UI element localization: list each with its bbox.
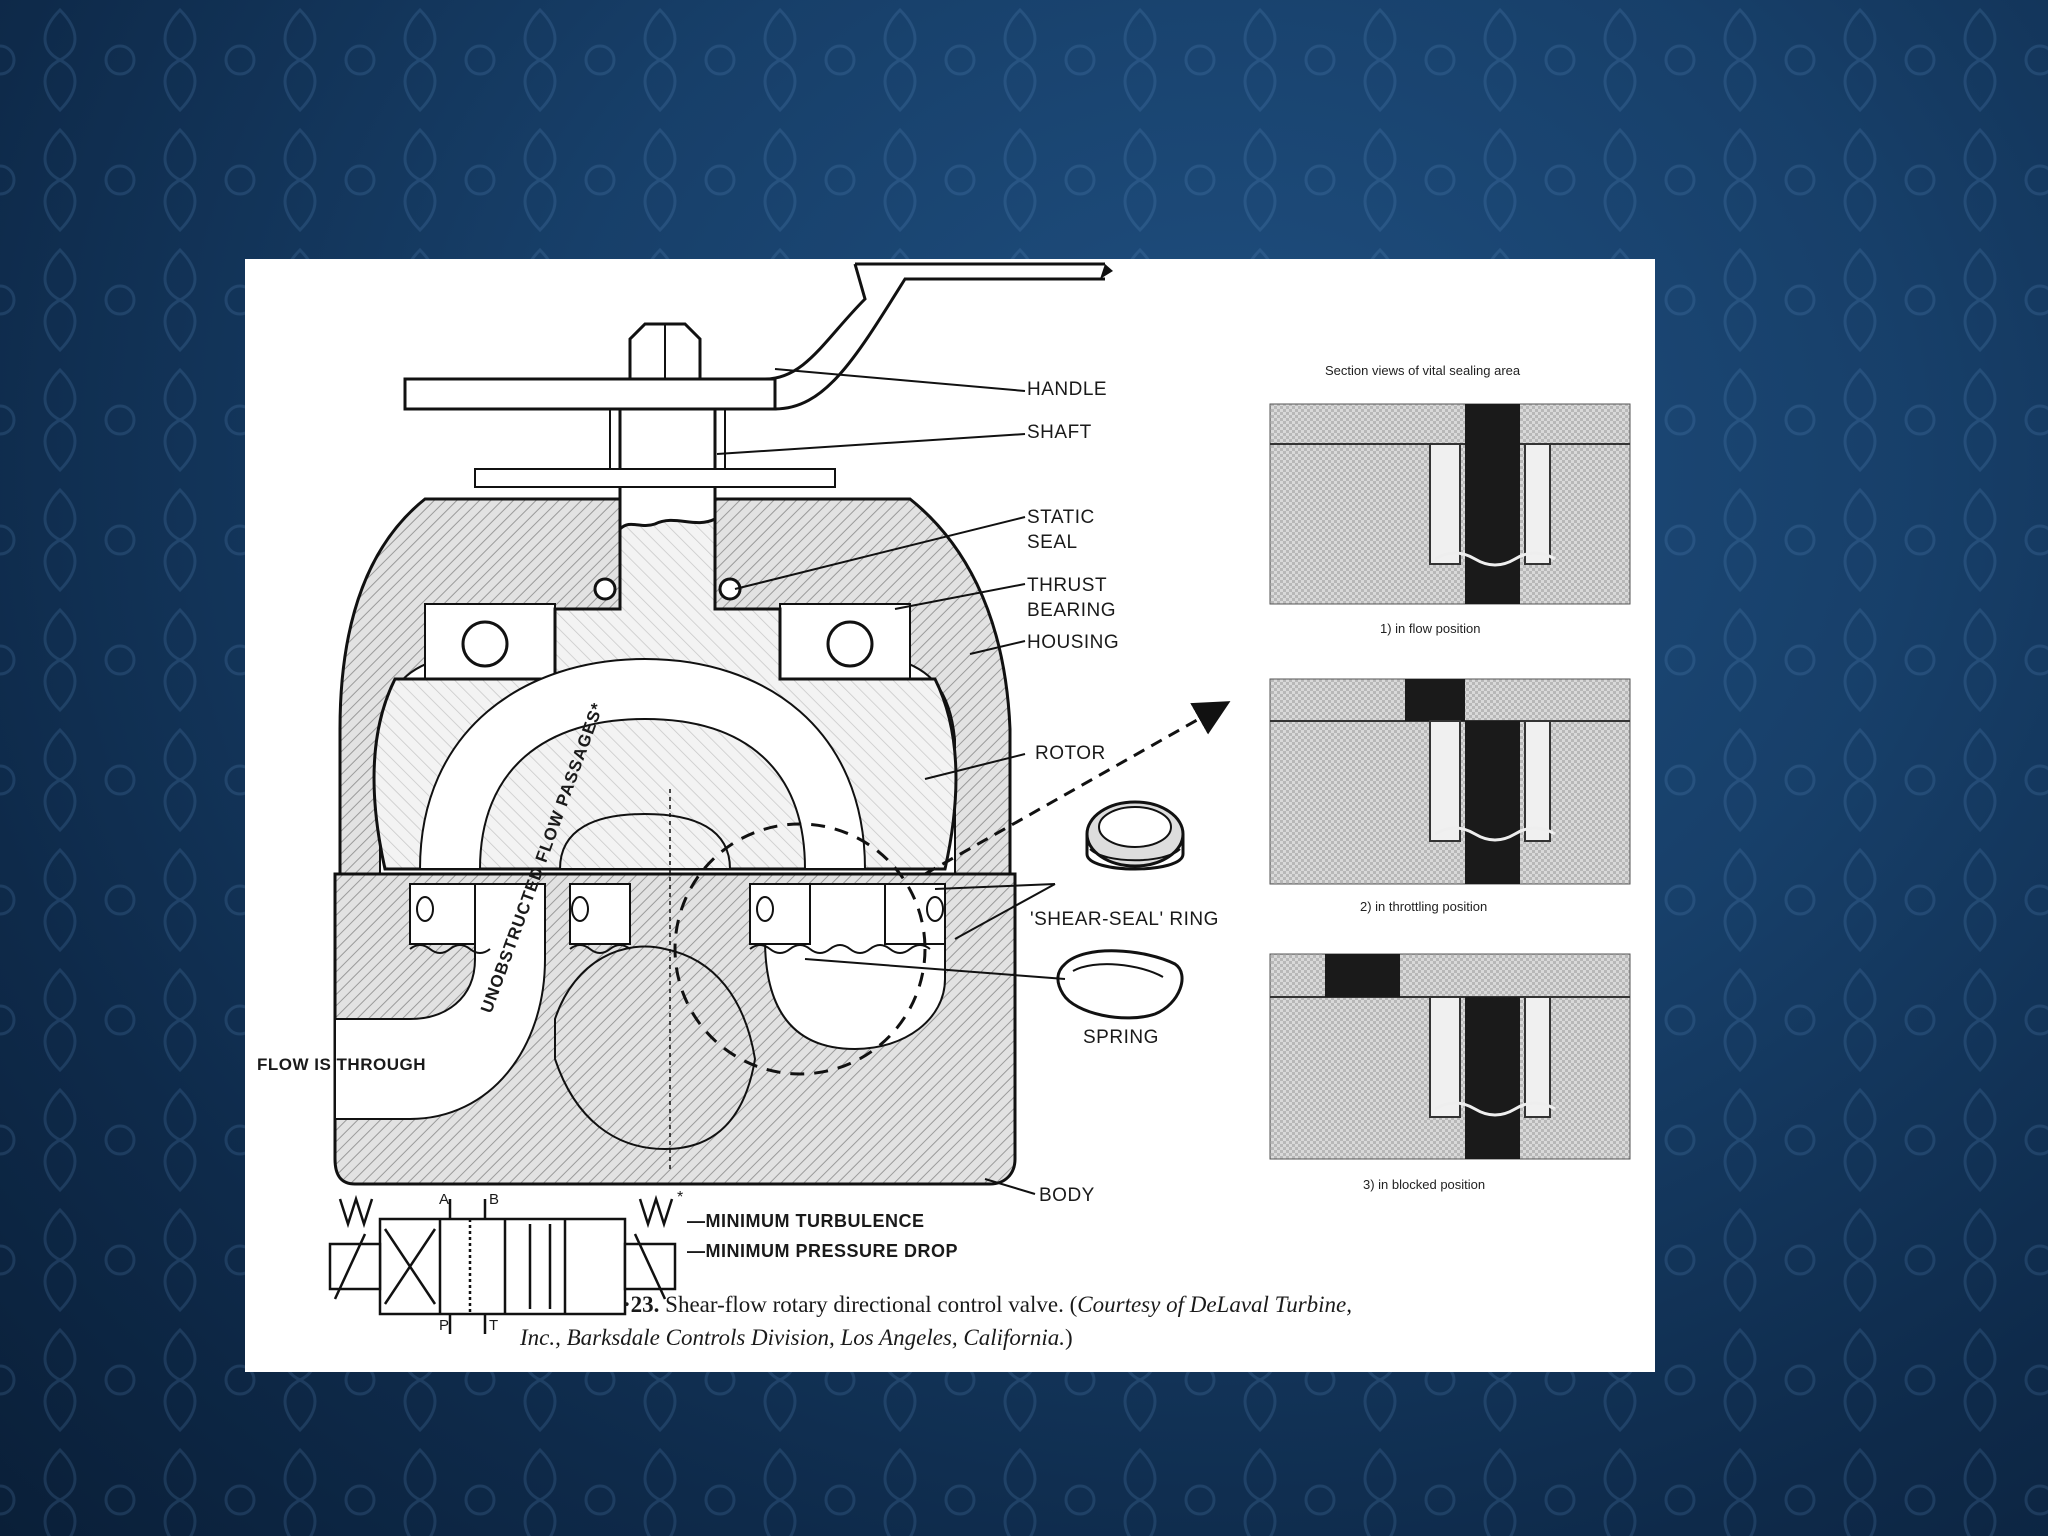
port-label-t: T — [489, 1317, 499, 1334]
port-label-b: B — [489, 1191, 500, 1208]
label-flow-is-through: FLOW IS THROUGH — [257, 1055, 426, 1074]
section-views-title: Section views of vital sealing area — [1325, 363, 1521, 378]
figure-caption-line2: Inc., Barksdale Controls Division, Los A… — [520, 1325, 1073, 1351]
section-view-3-caption: 3) in blocked position — [1363, 1177, 1486, 1192]
label-body: BODY — [1039, 1185, 1095, 1206]
note-minimum-pressure-drop: —MINIMUM PRESSURE DROP — [687, 1241, 959, 1261]
figure-caption-close: ) — [1064, 1325, 1073, 1350]
label-shear-seal-ring: 'SHEAR-SEAL' RING — [1030, 909, 1219, 930]
figure-caption-main: Shear-flow rotary directional control va… — [665, 1292, 1078, 1317]
section-view-1 — [1269, 403, 1631, 605]
label-rotor: ROTOR — [1035, 743, 1106, 764]
port-label-a: A — [439, 1191, 450, 1208]
figure-caption-credit-2: Inc., Barksdale Controls Division, Los A… — [520, 1325, 1065, 1350]
label-housing: HOUSING — [1027, 632, 1120, 653]
body-part — [333, 872, 1017, 1186]
label-shaft: SHAFT — [1027, 422, 1092, 443]
section-view-2-caption: 2) in throttling position — [1360, 899, 1488, 914]
section-view-2 — [1269, 678, 1631, 885]
spring-illustration — [1056, 949, 1184, 1020]
port-label-p: P — [439, 1317, 450, 1334]
note-minimum-turbulence: —MINIMUM TURBULENCE — [687, 1211, 925, 1231]
handle-part — [403, 262, 1113, 411]
label-static-seal-line2: SEAL — [1027, 532, 1078, 553]
shear-seal-ring-illustration — [1085, 800, 1185, 871]
label-thrust-bearing-line1: THRUST — [1027, 575, 1108, 596]
figure-caption-line1: ·23. Shear-flow rotary directional contr… — [623, 1292, 1352, 1318]
label-handle: HANDLE — [1027, 379, 1108, 400]
valve-schematic-symbol — [328, 1194, 677, 1334]
figure-caption-credit-1: Courtesy of DeLaval Turbine, — [1077, 1292, 1353, 1317]
leader-lines — [716, 368, 1066, 1195]
section-view-3 — [1269, 953, 1631, 1160]
note-asterisk: * — [677, 1189, 684, 1206]
detail-callout-circle — [673, 822, 927, 1076]
shaft-part — [474, 407, 836, 611]
valve-diagram — [328, 262, 1631, 1334]
detail-callout-arrow — [924, 701, 1231, 876]
figure-number: ·23. — [623, 1292, 660, 1317]
label-thrust-bearing-line2: BEARING — [1027, 600, 1117, 621]
label-static-seal-line1: STATIC — [1027, 507, 1095, 528]
section-view-1-caption: 1) in flow position — [1380, 621, 1481, 636]
label-spring: SPRING — [1083, 1027, 1159, 1048]
figure-panel: HANDLE SHAFT STATIC SEAL THRUST BEARING … — [245, 259, 1655, 1372]
rotor-part — [372, 516, 958, 871]
